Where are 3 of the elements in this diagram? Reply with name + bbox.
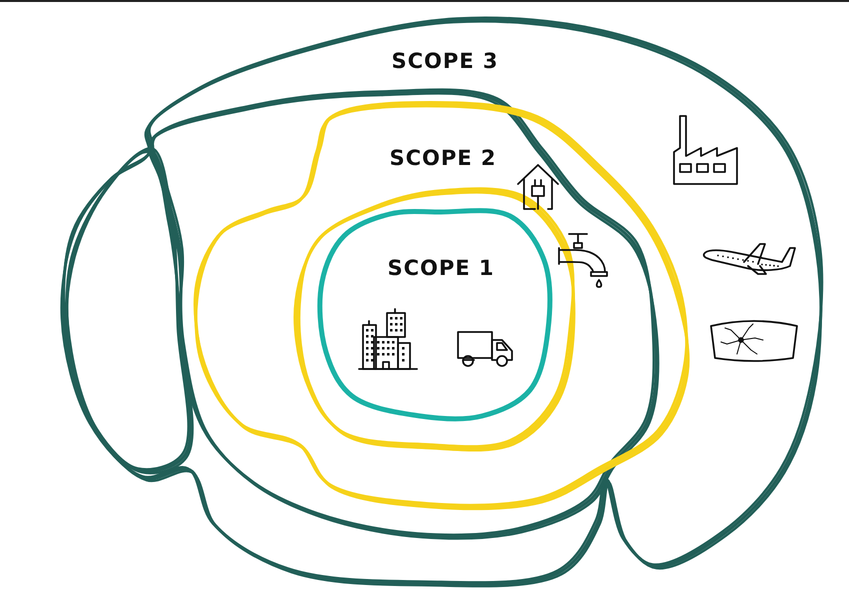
scope-label: SCOPE 2 — [389, 147, 497, 170]
scope-label: SCOPE 1 — [387, 257, 495, 280]
scope-label: SCOPE 3 — [391, 50, 499, 74]
